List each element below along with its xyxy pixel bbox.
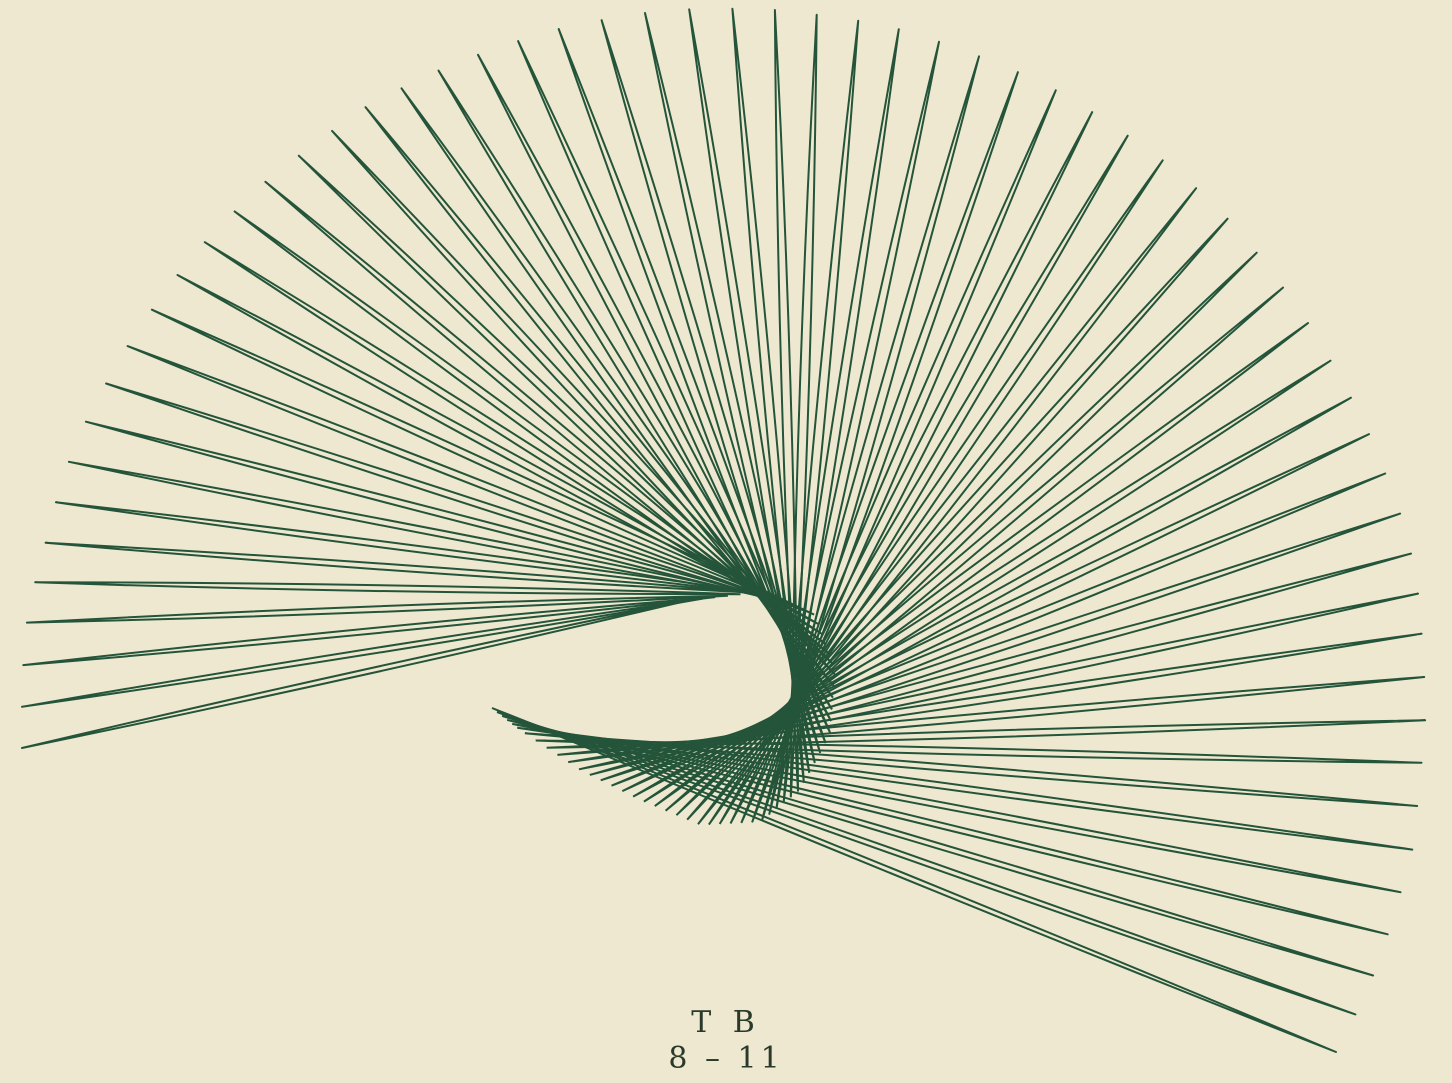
figure-loop: [497, 712, 1355, 1014]
figure-loop: [502, 716, 1373, 976]
caption-numbers: 8 – 11: [626, 1044, 826, 1074]
figure-loop: [22, 599, 703, 707]
figure-loop: [35, 582, 740, 594]
caption: T B 8 – 11: [626, 1008, 826, 1074]
figure-loop: [106, 384, 794, 607]
figure-loop: [27, 596, 728, 623]
caption-initials: T B: [626, 1008, 826, 1040]
figure-loop: [22, 600, 690, 748]
